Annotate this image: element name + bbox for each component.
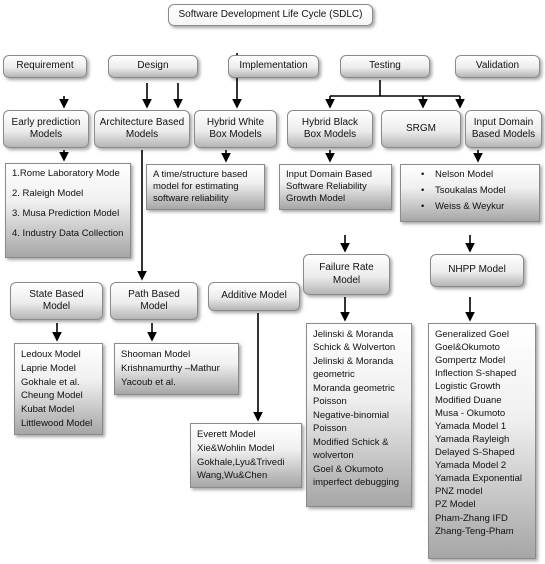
list-hybrid-black-box: Input Domain Based Software Reliability … xyxy=(279,164,392,210)
list-item: geometric xyxy=(313,369,355,381)
list-item: Nelson Model xyxy=(407,169,533,181)
list-item: Krishnamurthy –Mathur xyxy=(121,362,220,374)
phase-implementation: Implementation xyxy=(228,55,319,78)
list-early-prediction-models: 1.Rome Laboratory Mode 2. Raleigh Model … xyxy=(5,163,131,258)
list-item: Yacoub et al. xyxy=(121,376,176,388)
list-item: Yamada Model 1 xyxy=(435,420,507,432)
list-item: Shooman Model xyxy=(121,349,191,360)
list-item: Modified Schick & xyxy=(313,436,389,448)
list-item: imperfect debugging xyxy=(313,477,400,489)
list-item: Pham-Zhang IFD xyxy=(435,512,508,524)
list-additive-models: Everett Model Xie&Wohlin Model Gokhale,L… xyxy=(190,423,302,488)
list-item: Yamada Model 2 xyxy=(435,460,507,472)
subcategory-path-based: Path Based Model xyxy=(110,282,198,320)
list-item: 2. Raleigh Model xyxy=(12,188,84,200)
list-item: Gompertz Model xyxy=(435,355,506,367)
list-item: Yamada Rayleigh xyxy=(435,433,510,445)
category-hybrid-white-box: Hybrid White Box Models xyxy=(194,110,277,148)
list-item: Inflection S-shaped xyxy=(435,368,517,380)
list-item: 1.Rome Laboratory Mode xyxy=(12,168,120,179)
list-item: Gokhale,Lyu&Trivedi xyxy=(197,456,285,468)
list-item: Goel & Okumoto xyxy=(313,463,384,475)
list-item: Musa - Okumoto xyxy=(435,407,506,419)
category-hybrid-black-box: Hybrid Black Box Models xyxy=(287,110,373,148)
category-architecture: Architecture Based Models xyxy=(94,110,190,148)
phase-requirement: Requirement xyxy=(3,55,87,78)
list-item: Goel&Okumoto xyxy=(435,342,500,354)
subcategory-nhpp: NHPP Model xyxy=(430,254,524,287)
list-item: Poisson xyxy=(313,396,347,408)
list-item: Xie&Wohlin Model xyxy=(197,442,275,454)
list-item: Negative-binomial xyxy=(313,409,390,421)
list-path-based-models: Shooman Model Krishnamurthy –Mathur Yaco… xyxy=(114,343,239,395)
list-item: Yamada Exponential xyxy=(435,473,522,485)
list-item: Poisson xyxy=(313,423,347,435)
list-item: Laprie Model xyxy=(21,362,76,374)
list-item: PZ Model xyxy=(435,499,476,511)
category-input-domain: Input Domain Based Models xyxy=(465,110,542,148)
list-item: Delayed S-Shaped xyxy=(435,446,515,458)
phase-testing: Testing xyxy=(340,55,430,78)
list-item: Jelinski & Moranda xyxy=(313,329,394,340)
phase-validation: Validation xyxy=(455,55,540,78)
subcategory-additive: Additive Model xyxy=(208,282,300,311)
list-input-domain-models: Nelson Model Tsoukalas Model Weiss & Wey… xyxy=(400,164,540,222)
list-item: 3. Musa Prediction Model xyxy=(12,208,120,220)
category-early-prediction: Early prediction Models xyxy=(3,110,89,148)
list-item: Tsoukalas Model xyxy=(407,185,533,197)
list-item: Kubat Model xyxy=(21,404,75,416)
subcategory-state-based: State Based Model xyxy=(10,282,103,320)
list-item: Gokhale et al. xyxy=(21,376,80,388)
list-state-based-models: Ledoux Model Laprie Model Gokhale et al.… xyxy=(14,343,103,435)
list-item: Schick & Wolverton xyxy=(313,342,396,354)
list-item: 4. Industry Data Collection xyxy=(12,228,124,240)
list-item: Zhang-Teng-Pham xyxy=(435,525,514,537)
list-hybrid-white-box: A time/structure based model for estimat… xyxy=(146,164,265,210)
list-item: Cheung Model xyxy=(21,390,83,402)
list-item: Weiss & Weykur xyxy=(407,201,533,213)
list-item: Moranda geometric xyxy=(313,382,395,394)
list-item: Littlewood Model xyxy=(21,417,93,429)
phase-design: Design xyxy=(108,55,198,78)
category-srgm: SRGM xyxy=(381,110,461,148)
subcategory-failure-rate: Failure Rate Model xyxy=(303,254,390,295)
list-item: Generalized Goel xyxy=(435,329,509,340)
sdlc-title: Software Development Life Cycle (SDLC) xyxy=(168,4,373,26)
list-item: Logistic Growth xyxy=(435,381,501,393)
list-nhpp-models: Generalized Goel Goel&Okumoto Gompertz M… xyxy=(428,323,536,559)
list-item: PNZ model xyxy=(435,486,483,498)
list-item: Everett Model xyxy=(197,429,256,440)
list-item: wolverton xyxy=(313,450,354,462)
list-item: Ledoux Model xyxy=(21,349,81,360)
list-failure-rate-models: Jelinski & Moranda Schick & Wolverton Je… xyxy=(306,323,412,507)
list-item: Wang,Wu&Chen xyxy=(197,470,268,482)
list-item: Modified Duane xyxy=(435,394,502,406)
list-item: Jelinski & Moranda xyxy=(313,355,394,367)
